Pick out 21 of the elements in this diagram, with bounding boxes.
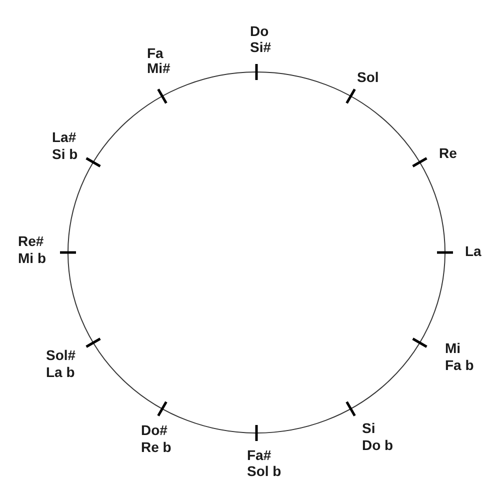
note-label: La	[465, 243, 482, 259]
note-label: Re b	[141, 439, 172, 455]
note-label: Sol	[357, 69, 379, 85]
note-label: Sol b	[247, 463, 282, 479]
note-label: Sol#	[46, 347, 76, 363]
note-label: Do b	[362, 437, 394, 453]
note-label: Do	[250, 23, 269, 39]
note-label: Si	[362, 420, 376, 436]
note-label: Mi#	[147, 60, 170, 76]
note-label: La b	[46, 364, 75, 380]
note-label: Mi b	[18, 250, 46, 266]
note-label: Si#	[250, 39, 272, 55]
note-label: Fa	[147, 45, 164, 61]
note-label: Re	[439, 145, 457, 161]
note-label: Fa#	[247, 447, 272, 463]
note-label: Fa b	[445, 357, 474, 373]
note-label: Mi	[445, 340, 461, 356]
note-label: Do#	[141, 422, 168, 438]
note-label: La#	[52, 129, 76, 145]
note-label: Re#	[18, 233, 44, 249]
note-label: Si b	[52, 146, 78, 162]
